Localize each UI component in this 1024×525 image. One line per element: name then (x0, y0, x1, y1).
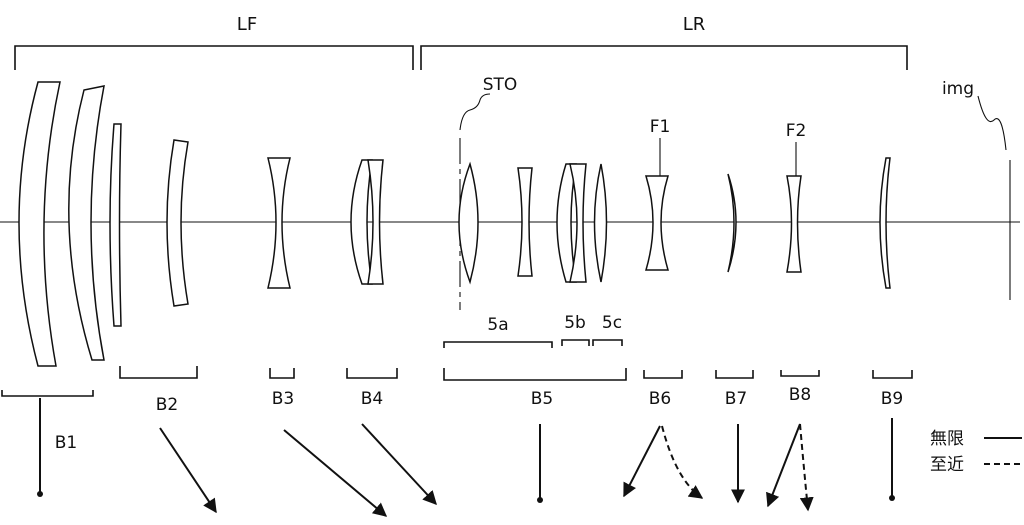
movement-arrow-b9 (889, 418, 895, 501)
movement-arrow-b2 (159, 427, 217, 514)
block-b3-label: B3 (272, 389, 294, 409)
lens-b7 (727, 173, 737, 273)
sub-block-5c-label: 5c (602, 313, 622, 333)
block-b9-label: B9 (881, 389, 903, 409)
block-b6-label: B6 (649, 389, 671, 409)
block-b4-label: B4 (361, 389, 383, 409)
lens-b6 (644, 138, 670, 271)
lens-b2 (166, 139, 189, 307)
image-plane-label: img (942, 79, 974, 99)
flare-stop-f1-label: F1 (650, 117, 671, 137)
stop-label: STO (483, 75, 518, 95)
front-group-label: LF (237, 14, 257, 35)
block-b7-label: B7 (725, 389, 747, 409)
movement-arrow-b8-infinity (766, 423, 801, 508)
movement-arrow-b5 (537, 424, 543, 503)
movement-arrow-b6-infinity (623, 425, 661, 498)
movement-arrow-b8-closest (799, 423, 814, 512)
lens-b1 (18, 81, 122, 367)
movement-arrow-b1 (37, 398, 43, 497)
lens-b4 (350, 159, 384, 285)
rear-group-label: LR (683, 14, 706, 35)
lens-b9 (879, 157, 891, 289)
image-plane (977, 95, 1011, 300)
block-b8-label: B8 (789, 385, 811, 405)
block-b1-label: B1 (55, 433, 77, 453)
movement-arrow-b6-closest (661, 425, 704, 499)
flare-stop-f2-label: F2 (786, 121, 807, 141)
movement-arrow-b3 (283, 429, 388, 517)
sub-block-5b-label: 5b (564, 313, 586, 333)
front-group-bracket (14, 45, 414, 70)
movement-arrow-b4 (361, 423, 437, 506)
lens-b8 (786, 142, 802, 273)
lens-b3 (267, 157, 291, 289)
legend-infinity-label: 無限 (930, 429, 964, 449)
block-b2-label: B2 (156, 395, 178, 415)
block-b5-label: B5 (531, 389, 553, 409)
rear-group-bracket (420, 45, 908, 70)
sub-block-brackets (443, 339, 623, 348)
legend-closest-label: 至近 (930, 455, 964, 475)
sub-block-5a-label: 5a (487, 315, 508, 335)
block-brackets (1, 366, 913, 397)
lens-b5 (458, 161, 608, 285)
legend: 無限 至近 (930, 429, 1022, 475)
